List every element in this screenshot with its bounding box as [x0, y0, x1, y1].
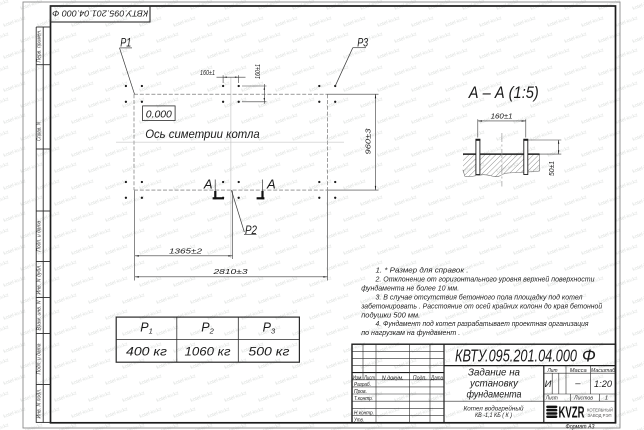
svg-text:А – А (1:5): А – А (1:5)	[468, 84, 539, 102]
svg-text:по нагрузкам на фундамент .: по нагрузкам на фундамент .	[361, 328, 460, 337]
svg-text:kotel-kv.kz: kotel-kv.kz	[462, 422, 486, 430]
svg-text:kotel-kv.kz: kotel-kv.kz	[0, 259, 10, 273]
svg-text:kotel-kv.kz: kotel-kv.kz	[0, 324, 10, 338]
svg-text:Перв. примен.: Перв. примен.	[37, 30, 43, 63]
svg-text:А: А	[266, 177, 276, 192]
svg-text:установку: установку	[469, 378, 519, 389]
svg-text:А: А	[203, 177, 213, 192]
svg-text:подушки 500 мм.: подушки 500 мм.	[361, 310, 420, 319]
svg-text:КВТУ.095.201.04.000 Ф: КВТУ.095.201.04.000 Ф	[52, 9, 148, 19]
svg-text:kotel-kv.kz: kotel-kv.kz	[20, 422, 44, 430]
svg-text:Утв.: Утв.	[353, 417, 364, 423]
svg-text:960±3: 960±3	[363, 129, 372, 155]
svg-text:Листов: Листов	[573, 395, 593, 401]
svg-text:kotel-kv.kz: kotel-kv.kz	[0, 31, 10, 45]
svg-text:50±1: 50±1	[547, 161, 556, 176]
svg-text:kotel-kv.kz: kotel-kv.kz	[0, 422, 10, 430]
svg-text:фундамента: фундамента	[467, 388, 522, 400]
svg-text:160±1: 160±1	[491, 111, 513, 120]
svg-text:400 кг: 400 кг	[126, 346, 167, 358]
svg-text:1060 кг: 1060 кг	[185, 346, 231, 358]
svg-text:kotel-kv.kz: kotel-kv.kz	[0, 292, 10, 306]
svg-text:kotel-kv.kz: kotel-kv.kz	[54, 422, 78, 430]
svg-text:kotel-kv.kz: kotel-kv.kz	[122, 422, 146, 430]
svg-text:N докум.: N докум.	[382, 375, 404, 381]
svg-text:Лист: Лист	[363, 375, 375, 381]
svg-text:Пров.: Пров.	[354, 389, 367, 395]
svg-text:Изм.: Изм.	[353, 375, 363, 381]
svg-text:kotel-kv.kz: kotel-kv.kz	[632, 0, 644, 12]
svg-text:Формат А3: Формат А3	[566, 423, 595, 430]
svg-text:kotel-kv.kz: kotel-kv.kz	[0, 227, 10, 241]
svg-text:kotel-kv.kz: kotel-kv.kz	[0, 194, 10, 208]
svg-text:Подп. и дата: Подп. и дата	[37, 221, 43, 252]
svg-text:КВТУ.095.201.04.000: КВТУ.095.201.04.000	[455, 345, 577, 365]
svg-text:1:20: 1:20	[594, 379, 613, 390]
svg-text:Справ. N: Справ. N	[37, 122, 43, 141]
svg-text:kotel-kv.kz: kotel-kv.kz	[292, 422, 316, 430]
svg-text:0.000: 0.000	[146, 108, 172, 120]
svg-text:kotel-kv.kz: kotel-kv.kz	[88, 422, 112, 430]
svg-text:Лист: Лист	[545, 395, 558, 401]
svg-text:1. * Размер для справок .: 1. * Размер для справок .	[376, 266, 469, 275]
svg-text:КОТЕЛЬНЫЙ: КОТЕЛЬНЫЙ	[587, 408, 613, 413]
svg-text:Котел водогрейный: Котел водогрейный	[464, 405, 524, 413]
svg-text:ЗАВОД РЭП: ЗАВОД РЭП	[588, 413, 612, 418]
svg-text:2. Отклонение от горизонтал: 2. Отклонение от горизонтального уровня …	[375, 275, 596, 284]
svg-text:забетонировать . Расстояние: забетонировать . Расстояние от осей край…	[360, 302, 603, 311]
svg-text:500 кг: 500 кг	[248, 346, 289, 358]
svg-text:Ф: Ф	[582, 345, 596, 365]
svg-text:P3: P3	[357, 35, 368, 49]
svg-text:Взам. инв. N: Взам. инв. N	[37, 300, 43, 330]
svg-text:kotel-kv.kz: kotel-kv.kz	[428, 422, 452, 430]
svg-text:4. Фундамент под котел раз: 4. Фундамент под котел разрабатывает про…	[376, 319, 589, 328]
svg-text:kotel-kv.kz: kotel-kv.kz	[0, 64, 10, 78]
svg-text:2810±3: 2810±3	[212, 267, 247, 276]
svg-text:И: И	[545, 379, 552, 390]
svg-text:фундамента не более 10 мм.: фундамента не более 10 мм.	[361, 284, 459, 293]
svg-text:Масштаб: Масштаб	[591, 368, 616, 374]
svg-text:Подп.: Подп.	[413, 375, 427, 381]
svg-text:160±1: 160±1	[200, 70, 215, 77]
svg-text:1365±2: 1365±2	[169, 246, 202, 255]
svg-text:kotel-kv.kz: kotel-kv.kz	[258, 422, 282, 430]
svg-text:P2: P2	[245, 223, 257, 237]
svg-text:Т.контр.: Т.контр.	[354, 396, 373, 402]
svg-text:–: –	[574, 378, 581, 389]
svg-text:kotel-kv.kz: kotel-kv.kz	[156, 422, 180, 430]
svg-text:Дата: Дата	[430, 375, 443, 381]
svg-text:kotel-kv.kz: kotel-kv.kz	[224, 422, 248, 430]
svg-text:kotel-kv.kz: kotel-kv.kz	[530, 422, 554, 430]
svg-text:kotel-kv.kz: kotel-kv.kz	[360, 422, 384, 430]
svg-text:kotel-kv.kz: kotel-kv.kz	[496, 422, 520, 430]
svg-text:KVZR: KVZR	[559, 404, 585, 421]
svg-text:kotel-kv.kz: kotel-kv.kz	[564, 422, 588, 430]
svg-text:kotel-kv.kz: kotel-kv.kz	[326, 422, 350, 430]
svg-text:kotel-kv.kz: kotel-kv.kz	[20, 0, 44, 12]
svg-text:Лит: Лит	[547, 368, 558, 374]
svg-text:Подп. и дата: Подп. и дата	[37, 344, 43, 375]
svg-text:3. В случае отсутствия бет: 3. В случае отсутствия бетонного пола пл…	[376, 293, 584, 302]
svg-text:160±1: 160±1	[255, 64, 262, 79]
svg-text:КВ -1,1 КБ ( К ): КВ -1,1 КБ ( К )	[475, 412, 512, 419]
svg-text:kotel-kv.kz: kotel-kv.kz	[598, 422, 622, 430]
svg-text:kotel-kv.kz: kotel-kv.kz	[0, 390, 10, 404]
svg-text:Масса: Масса	[570, 368, 588, 374]
svg-text:Разраб.: Разраб.	[354, 382, 371, 388]
svg-text:Инв. N подл.: Инв. N подл.	[37, 389, 43, 419]
svg-text:1: 1	[605, 395, 608, 401]
svg-text:Инв. N дубл.: Инв. N дубл.	[37, 265, 43, 295]
svg-text:kotel-kv.kz: kotel-kv.kz	[0, 161, 10, 175]
svg-text:Задание на: Задание на	[468, 367, 520, 378]
svg-text:Ось симетрии котла: Ось симетрии котла	[145, 127, 260, 141]
svg-text:Н.контр.: Н.контр.	[354, 410, 374, 416]
svg-text:kotel-kv.kz: kotel-kv.kz	[0, 96, 10, 110]
svg-text:P1: P1	[120, 35, 131, 49]
svg-text:kotel-kv.kz: kotel-kv.kz	[190, 422, 214, 430]
svg-text:kotel-kv.kz: kotel-kv.kz	[0, 129, 10, 143]
svg-text:kotel-kv.kz: kotel-kv.kz	[0, 357, 10, 371]
svg-text:kotel-kv.kz: kotel-kv.kz	[394, 422, 418, 430]
